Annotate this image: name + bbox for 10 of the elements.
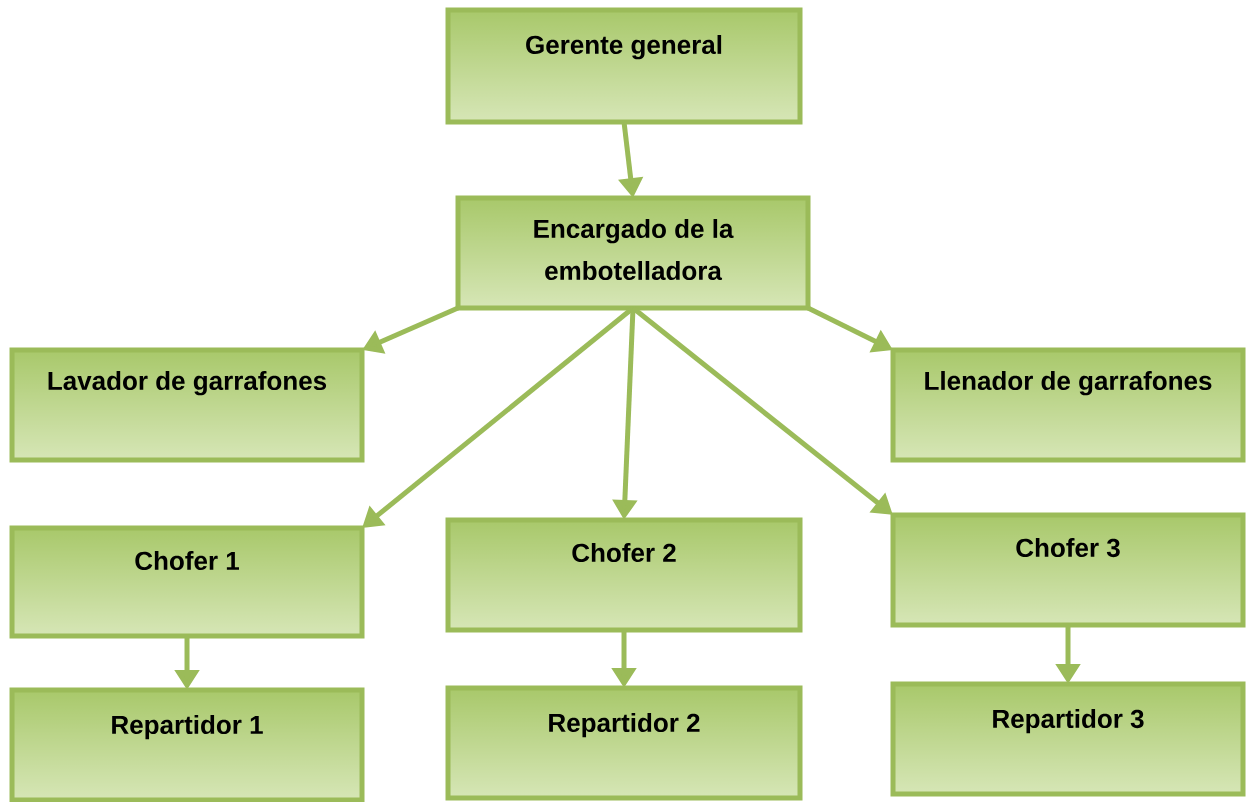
org-box: Chofer 2 <box>445 517 803 633</box>
org-box: Lavador de garrafones <box>9 347 365 463</box>
org-box: Llenador de garrafones <box>890 347 1246 463</box>
org-box: Gerente general <box>445 7 803 125</box>
org-box: Repartidor 1 <box>9 687 365 802</box>
org-box: Chofer 1 <box>9 525 365 639</box>
org-box: Chofer 3 <box>890 512 1246 628</box>
org-box: Encargado de la embotelladora <box>455 195 811 311</box>
org-box: Repartidor 2 <box>445 685 803 801</box>
org-box: Repartidor 3 <box>890 681 1246 797</box>
